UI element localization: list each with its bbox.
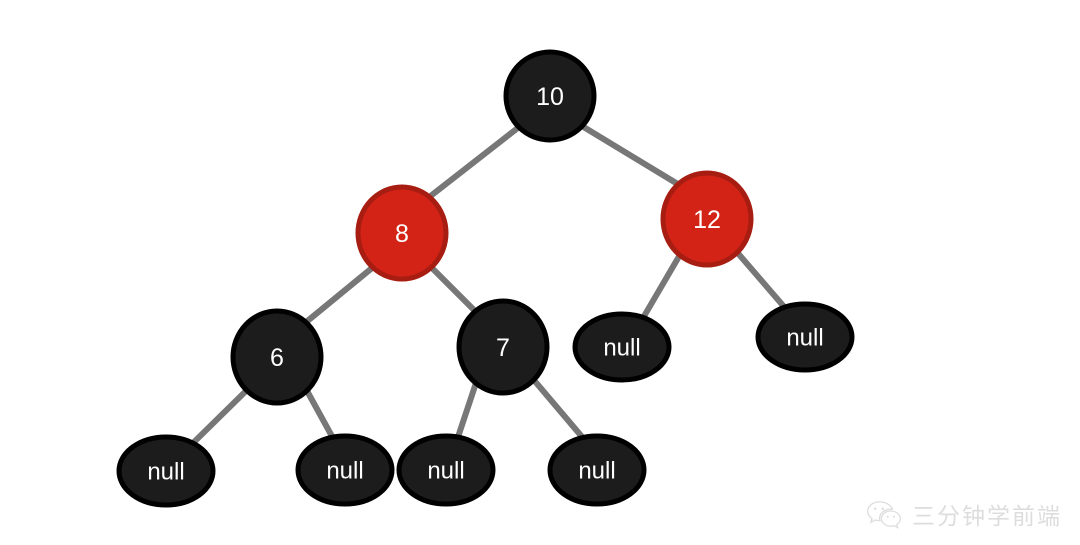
tree-node-n8[interactable]: 8 xyxy=(355,184,449,282)
node-label: 6 xyxy=(270,344,284,372)
tree-node-n12[interactable]: 12 xyxy=(660,170,754,268)
watermark-text: 三分钟学前端 xyxy=(912,503,1062,529)
tree-node-null3[interactable]: null xyxy=(116,434,216,508)
tree-node-n6[interactable]: 6 xyxy=(230,308,324,406)
node-black-shape xyxy=(503,49,597,143)
node-label: null xyxy=(147,459,184,486)
node-label: null xyxy=(578,458,615,485)
node-label: null xyxy=(603,335,640,362)
node-red-shape xyxy=(660,170,754,268)
tree-edge-n6-to-null3 xyxy=(189,386,251,447)
tree-edge-n7-to-null6 xyxy=(530,377,586,440)
tree-edges-group xyxy=(189,123,789,447)
tree-edge-n6-to-null4 xyxy=(303,387,337,442)
node-label: 12 xyxy=(693,206,721,234)
tree-node-null2[interactable]: null xyxy=(755,301,855,373)
wechat-logo-icon xyxy=(866,499,902,529)
node-label: null xyxy=(326,458,363,485)
node-label: null xyxy=(786,325,823,352)
tree-edge-n10-to-n12 xyxy=(580,123,683,189)
node-black-shape xyxy=(295,433,395,507)
node-label: 10 xyxy=(536,83,564,111)
node-black-shape xyxy=(755,301,855,373)
node-black-shape xyxy=(547,433,647,507)
node-label: 8 xyxy=(395,220,409,248)
tree-node-n7[interactable]: 7 xyxy=(456,298,550,396)
tree-node-n10[interactable]: 10 xyxy=(503,49,597,143)
tree-edge-n7-to-null5 xyxy=(454,379,480,441)
node-label: null xyxy=(427,458,464,485)
tree-node-null5[interactable]: null xyxy=(396,433,496,507)
node-black-shape xyxy=(116,434,216,508)
tree-edge-n8-to-n7 xyxy=(429,265,480,316)
node-black-shape xyxy=(396,433,496,507)
node-label: 7 xyxy=(496,334,510,362)
node-red-shape xyxy=(355,184,449,282)
tree-nodes-group: 10 8 12 6 7 null null null null null null xyxy=(116,49,855,508)
node-black-shape xyxy=(230,308,324,406)
watermark: 三分钟学前端 xyxy=(866,497,1062,531)
node-black-shape xyxy=(456,298,550,396)
tree-edge-n10-to-n8 xyxy=(426,124,521,201)
tree-edge-n12-to-null2 xyxy=(733,249,789,311)
tree-node-null6[interactable]: null xyxy=(547,433,647,507)
tree-node-null1[interactable]: null xyxy=(572,311,672,383)
tree-edge-n12-to-null1 xyxy=(640,251,684,320)
node-black-shape xyxy=(572,311,672,383)
tree-edge-n8-to-n6 xyxy=(303,265,374,326)
tree-node-null4[interactable]: null xyxy=(295,433,395,507)
